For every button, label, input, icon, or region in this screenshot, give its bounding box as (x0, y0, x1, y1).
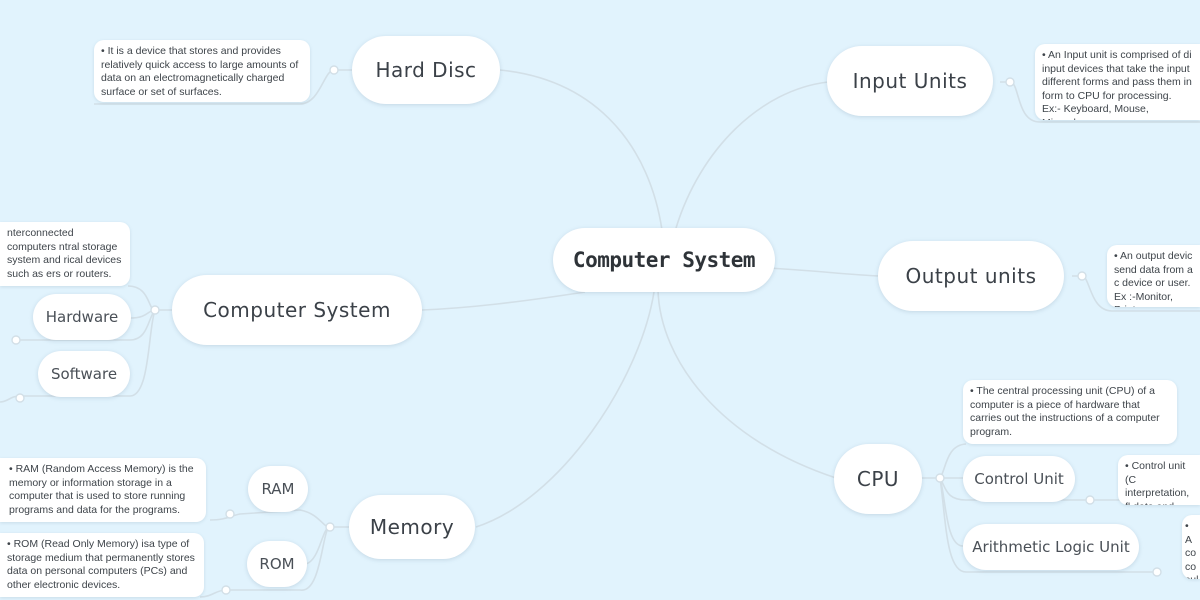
topic-computer-system[interactable]: Computer System (172, 275, 422, 345)
subtopic-arithmetic-logic-unit[interactable]: Arithmetic Logic Unit (963, 524, 1139, 570)
topic-hard-disc[interactable]: Hard Disc (352, 36, 500, 104)
topic-memory[interactable]: Memory (349, 495, 475, 559)
note-hard-disc[interactable]: • It is a device that stores and provide… (94, 40, 310, 102)
note-output-units[interactable]: • An output devic send data from a c dev… (1107, 245, 1200, 307)
subtopic-ram[interactable]: RAM (248, 466, 308, 512)
note-rom[interactable]: • ROM (Read Only Memory) isa type of sto… (0, 533, 204, 597)
note-input-units[interactable]: • An Input unit is comprised of di input… (1035, 44, 1200, 120)
topic-cpu[interactable]: CPU (834, 444, 922, 514)
note-cpu[interactable]: • The central processing unit (CPU) of a… (963, 380, 1177, 444)
note-computer-system[interactable]: nterconnected computers ntral storage sy… (0, 222, 130, 286)
note-control-unit[interactable]: • Control unit (C interpretation, fl dat… (1118, 455, 1200, 505)
subtopic-software[interactable]: Software (38, 351, 130, 397)
note-arithmetic-logic-unit[interactable]: • A co co sul (1182, 515, 1200, 579)
topic-output-units[interactable]: Output units (878, 241, 1064, 311)
subtopic-hardware[interactable]: Hardware (33, 294, 131, 340)
note-ram[interactable]: • RAM (Random Access Memory) is the memo… (0, 458, 206, 522)
central-topic[interactable]: Computer System (553, 228, 775, 292)
topic-input-units[interactable]: Input Units (827, 46, 993, 116)
subtopic-control-unit[interactable]: Control Unit (963, 456, 1075, 502)
subtopic-rom[interactable]: ROM (247, 541, 307, 587)
